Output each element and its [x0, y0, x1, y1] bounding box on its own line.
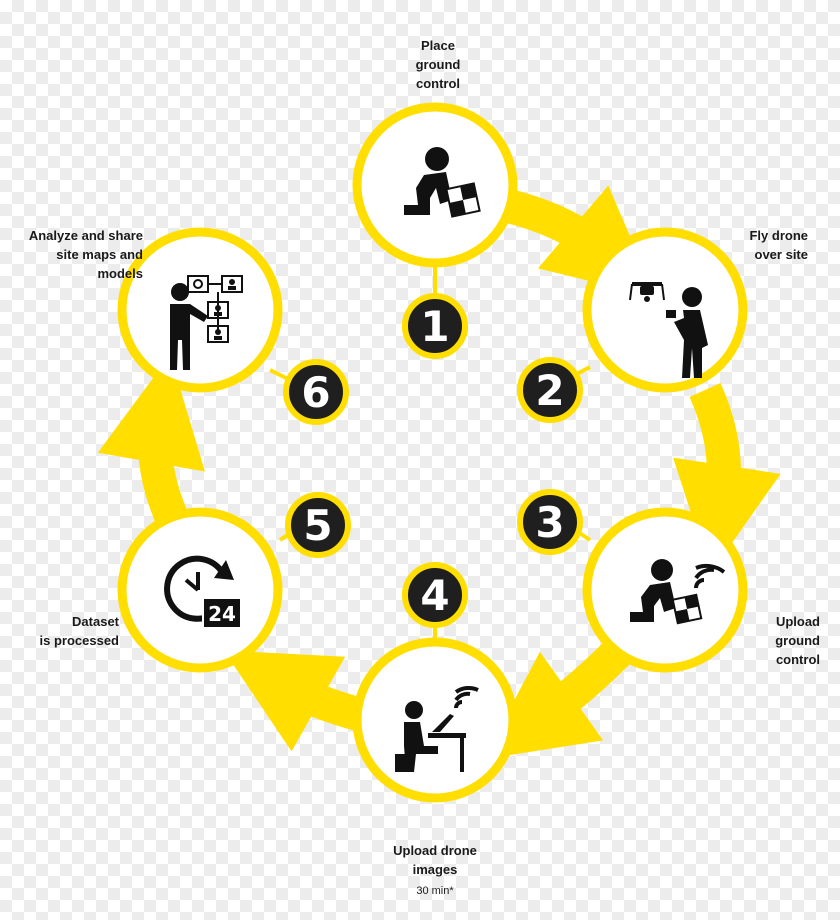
step-4-badge: 4 — [402, 562, 468, 628]
arrow-step1-to-step2 — [500, 185, 657, 298]
step-5-node: 24 — [117, 507, 283, 673]
svg-text:24: 24 — [208, 602, 236, 626]
step-3-number: 3 — [535, 498, 564, 547]
step-1-label: Place ground control — [415, 38, 461, 91]
step-4-label: Upload drone images — [393, 843, 477, 877]
step-3-badge: 3 — [517, 489, 583, 555]
step-6-number: 6 — [301, 368, 330, 417]
step-2-label: Fly drone over site — [749, 228, 808, 262]
step-3-label: Upload ground control — [775, 614, 820, 667]
step-5-number: 5 — [303, 501, 332, 550]
person-presenting-flowchart-icon — [170, 275, 243, 370]
step-4-label-block: Upload drone images 30 min* — [370, 822, 500, 920]
kneeling-person-with-wireless-target-icon — [630, 559, 726, 625]
clock-24-hours-icon: 24 — [164, 555, 242, 629]
arrow-step2-to-step3 — [673, 382, 781, 574]
step-4-number: 4 — [420, 571, 449, 620]
step-1-node — [352, 102, 518, 268]
kneeling-person-with-target-icon — [404, 147, 481, 218]
step-4-note: 30 min* — [416, 885, 454, 897]
arrow-step5-to-step6 — [97, 354, 205, 533]
step-6-badge: 6 — [283, 359, 349, 425]
step-5-label: Dataset is processed — [39, 614, 120, 648]
step-1-number: 1 — [420, 302, 449, 351]
step-5-badge: 5 — [285, 492, 351, 558]
step-1-badge: 1 — [402, 293, 468, 359]
step-2-node — [582, 227, 748, 393]
step-2-number: 2 — [535, 366, 564, 415]
step-6-node — [117, 227, 283, 393]
person-at-laptop-with-wifi-icon — [395, 686, 479, 772]
step-3-node — [582, 507, 748, 673]
arrow-step3-to-step4 — [483, 637, 633, 760]
person-flying-drone-icon — [629, 282, 708, 378]
step-2-badge: 2 — [517, 357, 583, 423]
step-6-label: Analyze and share site maps and models — [28, 228, 143, 281]
step-4-node — [352, 637, 518, 803]
